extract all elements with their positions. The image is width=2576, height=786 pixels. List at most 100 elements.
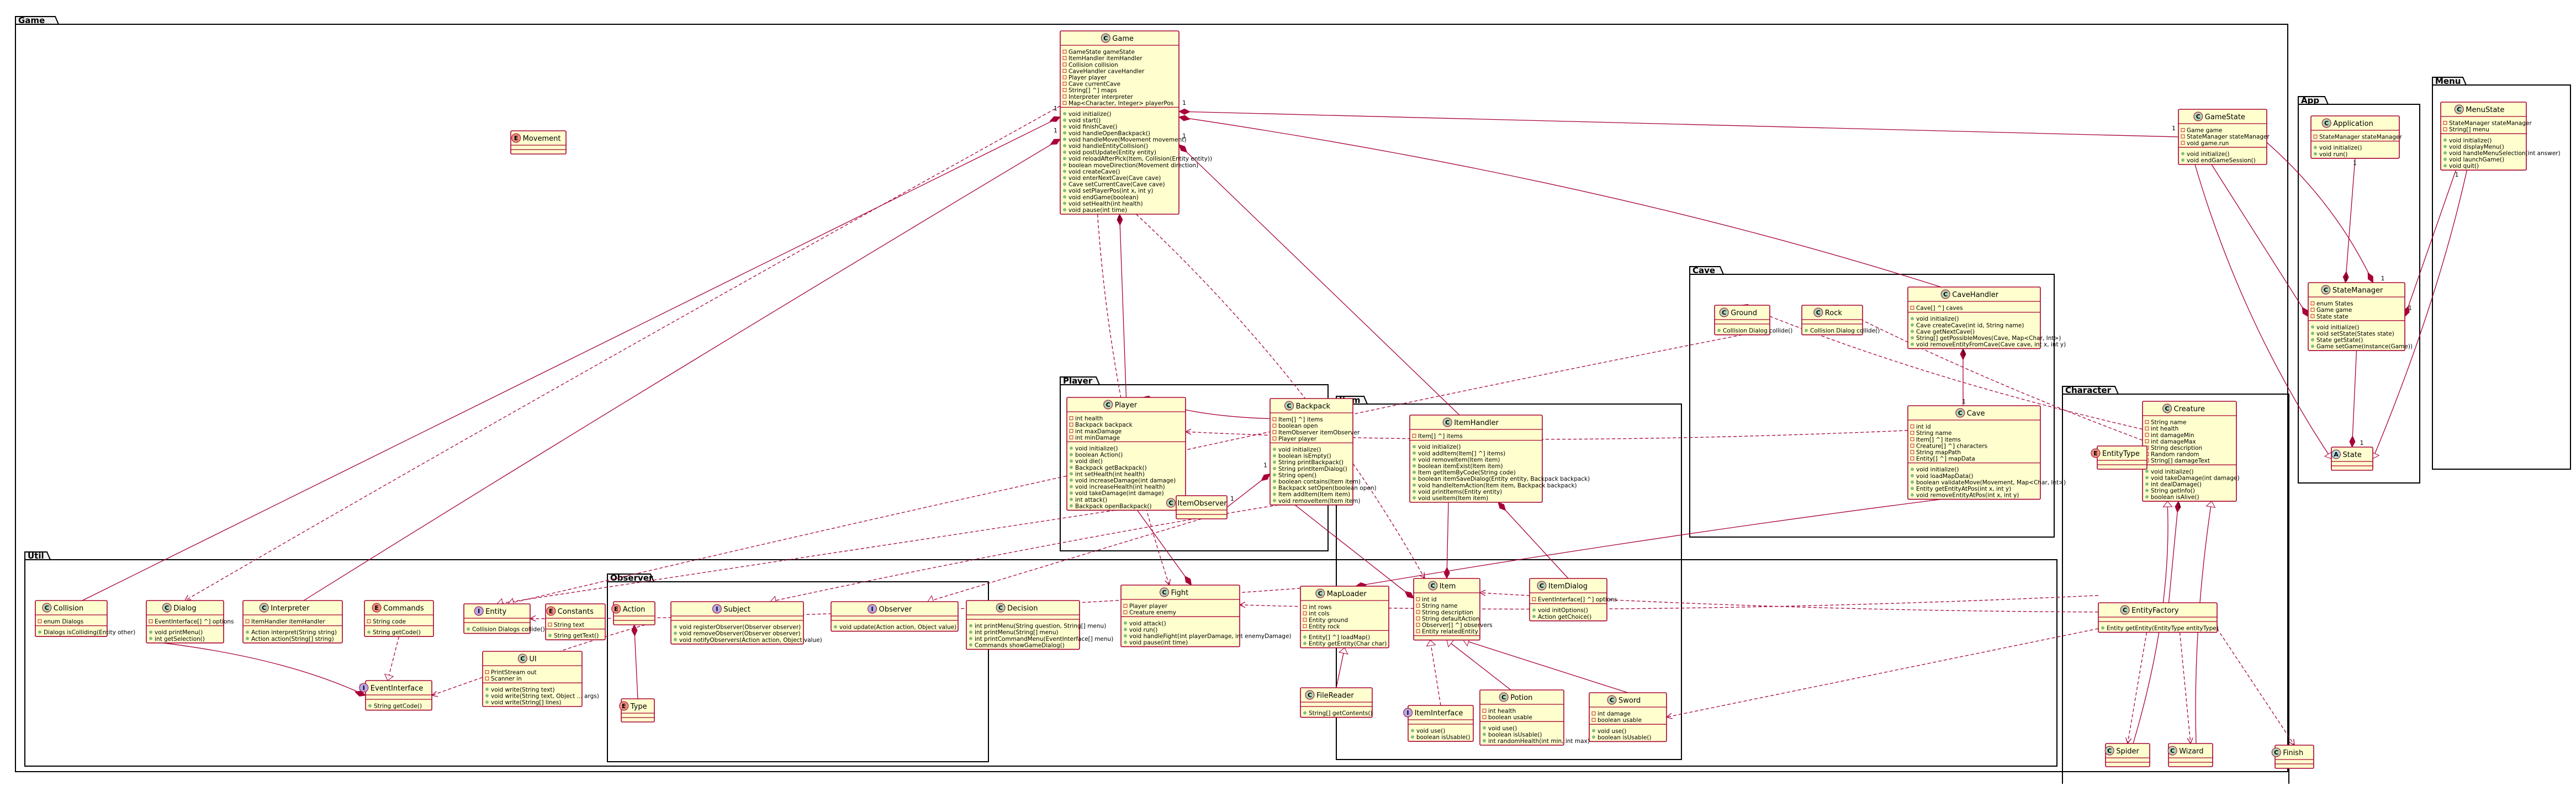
- private-field-icon: [1123, 610, 1128, 614]
- inheritance-marker: [1426, 639, 1436, 647]
- private-field-icon: [2313, 135, 2318, 139]
- class-field: int health: [1488, 708, 1516, 715]
- class-letter: C: [2165, 405, 2170, 412]
- class-method: String open(): [1278, 472, 1316, 479]
- class-letter: C: [1958, 410, 1963, 417]
- class-field: Game game: [2187, 128, 2222, 134]
- multiplicity-label: 1: [1118, 215, 1122, 222]
- class-method: Action getChoice(): [1538, 614, 1591, 620]
- association-marker: [1165, 578, 1171, 586]
- composition-marker: [1960, 348, 1966, 360]
- class-letter: C: [1445, 419, 1450, 426]
- multiplicity-label: 1: [1230, 495, 1234, 502]
- relation-line-33: [2217, 628, 2295, 746]
- class-field: EventInterface[] ^] options: [155, 619, 234, 625]
- private-field-icon: [1591, 711, 1596, 716]
- public-method-icon: [1063, 163, 1066, 167]
- interface-letter: I: [1407, 709, 1409, 716]
- class-method: void useItem(Item item): [1418, 495, 1488, 502]
- inheritance-marker: [2162, 501, 2173, 508]
- private-field-icon: [2181, 128, 2185, 132]
- composition-marker: [1184, 575, 1192, 586]
- private-field-icon: [1069, 422, 1073, 427]
- class-field: String[] menu: [2449, 126, 2489, 133]
- multiplicity-label: 1: [1263, 461, 1267, 469]
- relation-line-26: [1430, 640, 1441, 706]
- class-icon: [162, 603, 172, 613]
- class-name: Sword: [1618, 697, 1641, 705]
- private-field-icon: [1272, 417, 1277, 422]
- public-method-icon: [2443, 157, 2447, 161]
- class-name: Cave: [1967, 410, 1985, 418]
- class-name: Type: [630, 703, 647, 711]
- class-method: void printItems(Entity entity): [1418, 488, 1502, 495]
- inheritance-marker: [1339, 647, 1348, 655]
- class-method: void initialize(): [2449, 137, 2492, 144]
- public-method-icon: [2101, 626, 2104, 630]
- enum-icon: [372, 603, 382, 613]
- class-method: Backpack getBackpack(): [1075, 465, 1147, 471]
- public-method-icon: [1413, 490, 1416, 493]
- class-method: int printMenu(String question, String[] …: [975, 623, 1106, 630]
- public-method-icon: [1413, 496, 1416, 500]
- class-method: void initialize(): [2316, 324, 2360, 331]
- composition-marker: [1050, 139, 1061, 145]
- class-method: String getText(): [554, 633, 599, 639]
- public-method-icon: [1911, 480, 1914, 484]
- public-method-icon: [2181, 152, 2184, 156]
- class-method: void initialize(): [1075, 445, 1118, 452]
- public-method-icon: [2145, 469, 2149, 473]
- public-method-icon: [1063, 176, 1066, 179]
- class-name: Finish: [2283, 749, 2303, 757]
- class-method: boolean contains(Item item): [1278, 479, 1361, 485]
- private-field-icon: [2145, 433, 2149, 437]
- inheritance-marker: [2205, 501, 2216, 508]
- relation-line-22: [1136, 510, 1192, 586]
- class-method: void pause(int time): [1069, 207, 1127, 214]
- package-title: Game: [18, 15, 45, 25]
- private-field-icon: [1910, 443, 1914, 448]
